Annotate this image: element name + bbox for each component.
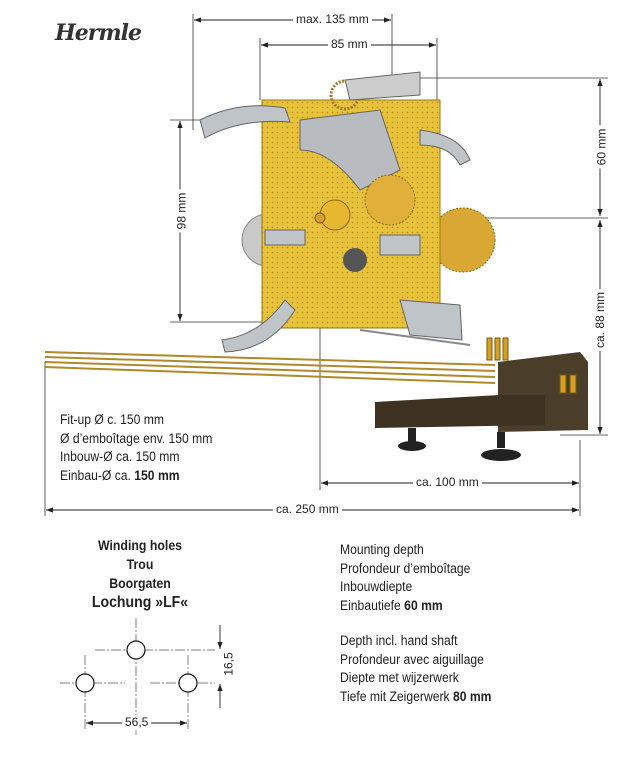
- depth-value: 80 mm: [452, 688, 492, 704]
- top-lever: [344, 71, 421, 101]
- dim-depth-100: ca. 100 mm: [413, 475, 482, 489]
- left-bracket: [264, 229, 306, 246]
- fitup-value: 150 mm: [134, 467, 180, 483]
- depth-line: Profondeur avec aiguillage: [340, 651, 484, 667]
- winding-dims: [86, 625, 223, 726]
- winding-holes: [75, 640, 198, 693]
- mounting-depth-text: Mounting depth Profondeur d’emboîtage In…: [340, 541, 470, 615]
- depth-shaft-text: Depth incl. hand shaft Profondeur avec a…: [340, 632, 491, 706]
- pendulum-rods: [44, 351, 496, 384]
- terminals: [486, 337, 577, 394]
- depth-line: Tiefe mit Zeigerwerk 80 mm: [340, 688, 491, 707]
- winding-title-lf: Lochung »LF«: [91, 594, 189, 611]
- lower-lever: [221, 299, 296, 353]
- mounting-line: Mounting depth: [340, 542, 424, 557]
- fitup-line: Inbouw-Ø ca. 150 mm: [60, 449, 180, 464]
- fitup-prefix: Einbau-Ø ca.: [60, 467, 135, 483]
- fitup-line: Einbau-Ø ca. 150 mm: [60, 467, 212, 486]
- mounting-plate: [375, 395, 545, 428]
- winding-titles: Winding holes Trou Boorgaten Lochung »LF…: [70, 536, 211, 612]
- fitup-line: Fit-up Ø c. 150 mm: [60, 412, 164, 427]
- dim-hole-horizontal: 56,5: [122, 715, 152, 729]
- mounting-line: Profondeur d’emboîtage: [340, 560, 471, 576]
- winding-title: Boorgaten: [109, 575, 171, 591]
- dim-plate-width: 85 mm: [328, 37, 371, 51]
- feet: [398, 428, 521, 461]
- fitup-line: Ø d’emboîtage env. 150 mm: [60, 430, 213, 446]
- hermle-logo: Hermle: [55, 20, 142, 46]
- mounting-value: 60 mm: [404, 597, 443, 613]
- center-gear: [364, 174, 416, 226]
- fitup-text: Fit-up Ø c. 150 mm Ø d’emboîtage env. 15…: [60, 411, 212, 485]
- hammer: [399, 299, 463, 341]
- winding-title: Winding holes: [97, 537, 183, 553]
- depth-prefix: Tiefe mit Zeigerwerk: [340, 688, 453, 704]
- dim-total-250: ca. 250 mm: [273, 502, 342, 516]
- dim-max-width: max. 135 mm: [293, 12, 372, 26]
- pinion: [343, 248, 367, 272]
- upper-lever: [199, 105, 291, 139]
- mounting-prefix: Einbautiefe: [340, 597, 405, 613]
- dim-height: 98 mm: [174, 189, 189, 233]
- depth-line: Depth incl. hand shaft: [340, 633, 458, 648]
- right-bracket: [379, 234, 421, 256]
- dim-upper-height: 60 mm: [594, 125, 609, 169]
- mounting-line: Einbautiefe 60 mm: [340, 597, 470, 616]
- dim-hole-vertical: 16,5: [221, 652, 236, 676]
- right-gear: [430, 207, 496, 273]
- right-lever: [419, 129, 471, 166]
- depth-line: Diepte met wijzerwerk: [340, 670, 459, 685]
- dim-lower-height: ca. 88 mm: [593, 288, 608, 352]
- winding-title: Trou: [126, 556, 154, 572]
- mounting-line: Inbouwdiepte: [340, 579, 413, 594]
